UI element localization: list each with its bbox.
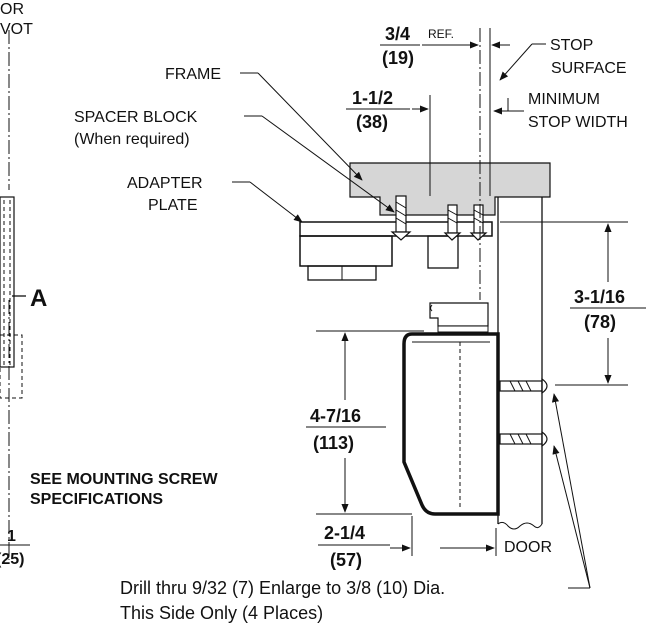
dim-1-1-2-value: 1-1/2 [352,88,393,108]
minstop-label-line2: STOP WIDTH [528,114,628,131]
mounting-screws [390,195,548,448]
dimension-3-1-16: 3-1/16 (78) [500,221,646,386]
screw-spec-line2: SPECIFICATIONS [30,491,163,508]
dim-ref-note: REF. [428,27,454,41]
section-a-label: A [30,285,47,312]
dimension-1: 1 (25) [0,528,30,568]
dim-1-metric: (25) [0,551,24,568]
adapter-label-line2: PLATE [148,197,198,214]
dim-3-1-16-value: 3-1/16 [574,287,625,307]
door [497,197,543,530]
frame-callout: FRAME [165,66,363,181]
screw-spec-line1: SEE MOUNTING SCREW [30,471,218,488]
dim-4-7-16-value: 4-7/16 [310,406,361,426]
operator-body [402,302,500,516]
dim-1-1-2-metric: (38) [356,112,388,132]
min-stop-width-callout: MINIMUM STOP WIDTH [493,91,628,131]
dim-1-value: 1 [7,528,16,545]
dim-2-1-4-metric: (57) [330,550,362,570]
door-screw-upper [499,377,548,395]
dim-2-1-4-value: 2-1/4 [324,523,365,543]
stop-label-line2: SURFACE [551,60,627,77]
section-a-marker: A [12,285,47,312]
minstop-label-line1: MINIMUM [528,91,600,108]
adapter-plate-callout: ADAPTER PLATE [127,175,303,223]
spacer-label-line2: (When required) [74,131,190,148]
spacer-label-line1: SPACER BLOCK [74,109,198,126]
dimension-1-1-2: 1-1/2 (38) [346,88,429,132]
dimension-3-4-ref: 3/4 REF. (19) [380,24,510,68]
frame-label: FRAME [165,66,221,83]
pivot-label-line1: OR [0,1,24,18]
drill-note-line2: This Side Only (4 Places) [120,603,323,623]
dim-4-7-16-metric: (113) [313,433,354,453]
door-screw-lower [499,430,548,448]
stop-label-line1: STOP [550,37,593,54]
dim-ref-value: 3/4 [385,24,410,44]
door-label: DOOR [504,539,552,556]
spacer-block-callout: SPACER BLOCK (When required) [74,109,395,213]
dimension-4-7-16: 4-7/16 (113) [306,330,424,515]
stop-surface-callout: STOP SURFACE [499,37,627,81]
adapter-label-line1: ADAPTER [127,175,203,192]
dim-3-1-16-metric: (78) [584,312,616,332]
dim-ref-metric: (19) [382,48,414,68]
drill-note: Drill thru 9/32 (7) Enlarge to 3/8 (10) … [120,393,591,623]
pivot-label-line2: VOT [0,21,33,38]
left-door-section [0,196,23,399]
drill-note-line1: Drill thru 9/32 (7) Enlarge to 3/8 (10) … [120,578,445,598]
dimension-2-1-4: 2-1/4 (57) [318,516,497,570]
